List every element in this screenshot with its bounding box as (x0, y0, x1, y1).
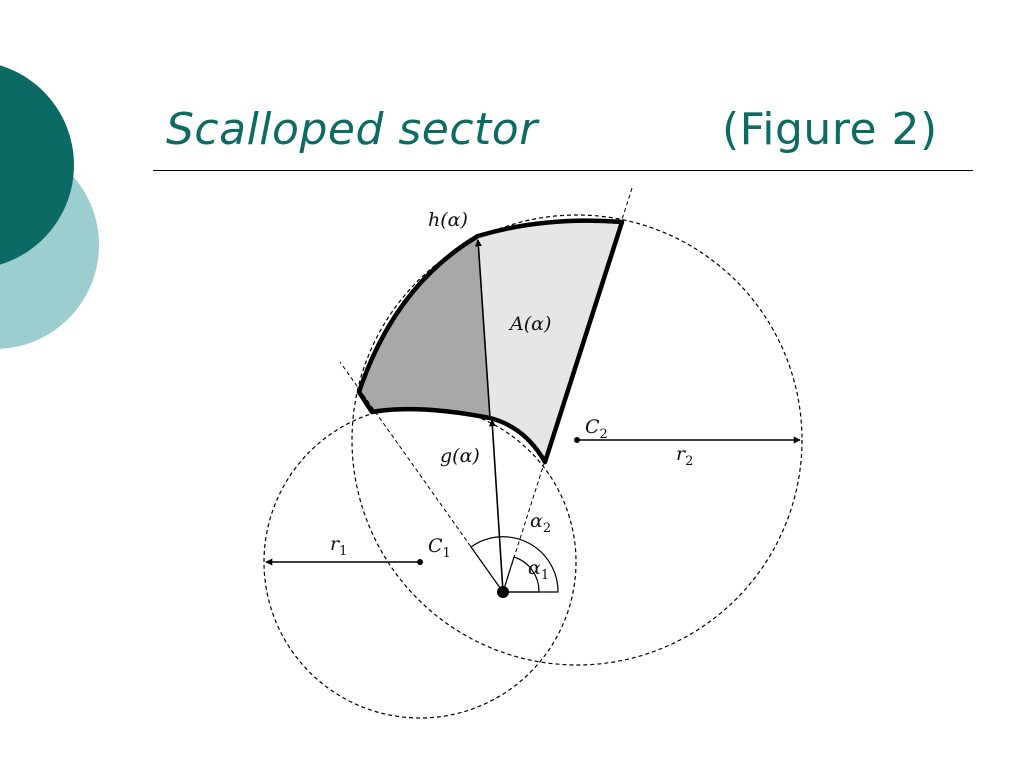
label-h: h(α) (428, 209, 468, 231)
label-r2: r2 (676, 443, 693, 469)
angle-arc-alpha2 (470, 536, 559, 593)
label-r1: r1 (330, 533, 347, 559)
label-alpha1: α1 (528, 557, 549, 583)
sector-outline (356, 218, 625, 465)
ray-alpha1 (339, 361, 504, 593)
arrow-h (474, 239, 491, 419)
label-A: A(α) (508, 313, 551, 335)
angle-arc-alpha1 (502, 556, 540, 593)
dark-teal-circle (0, 65, 74, 265)
circle-c1 (263, 405, 577, 719)
label-C1: C1 (428, 535, 451, 561)
arrow-g (488, 419, 504, 593)
label-alpha2: α2 (530, 510, 551, 536)
slide-title: Scalloped sector (166, 104, 538, 155)
label-g: g(α) (440, 445, 480, 467)
figure-reference: (Figure 2) (722, 104, 938, 155)
dark-shaded-region (359, 236, 490, 418)
light-shaded-region (478, 220, 622, 462)
center-c2-dot (574, 437, 580, 443)
label-C2: C2 (585, 416, 608, 442)
title-underline (153, 170, 973, 171)
circle-c2 (351, 214, 803, 666)
center-c1-dot (417, 559, 423, 565)
